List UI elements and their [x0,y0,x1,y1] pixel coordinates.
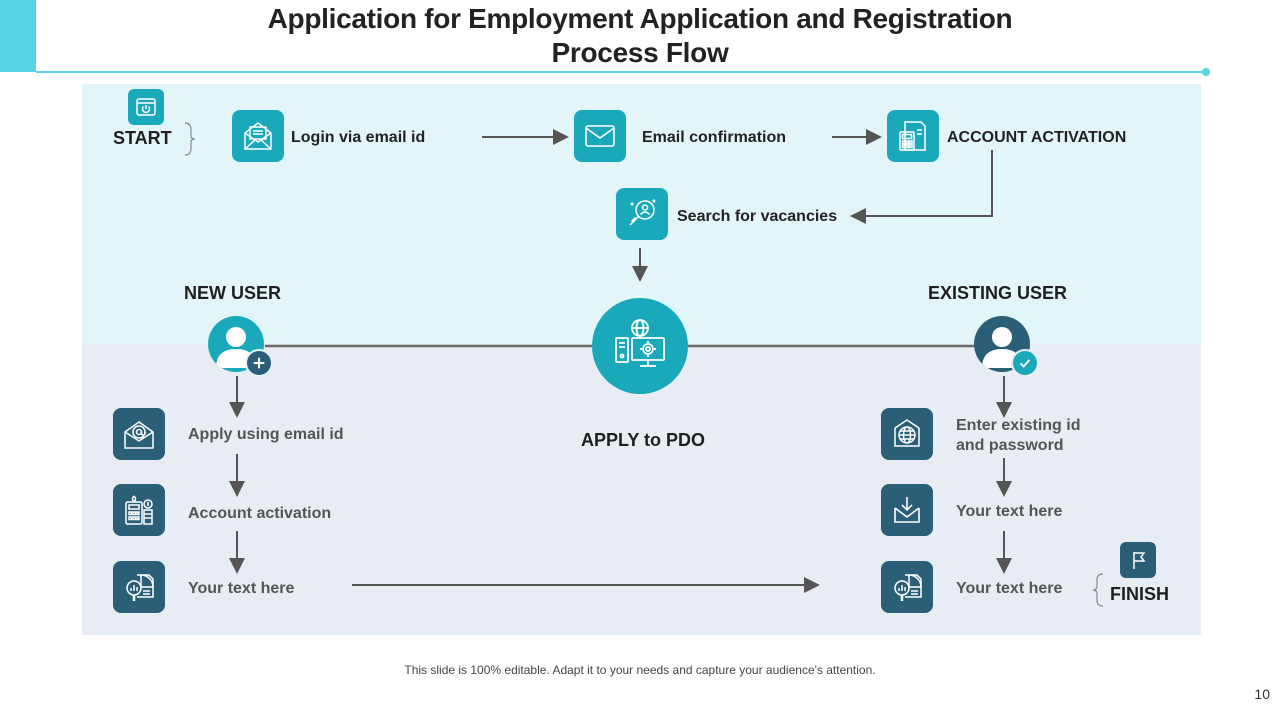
check-icon [1011,349,1039,377]
email-confirmation-label: Email confirmation [642,129,787,146]
new-user-step-2-label: Account activation [188,505,332,522]
document-calculator-icon [887,110,939,162]
login-label: Login via email id [291,129,426,146]
page-title-line1: Application for Employment Application a… [267,3,1013,34]
existing-user-step-1-label: Enter existing id and password [956,416,1080,456]
new-user-step-3-label: Your text here [188,580,295,597]
globe-icon [881,408,933,460]
flag-icon [1120,542,1156,578]
envelope-open-icon [232,110,284,162]
analysis-icon [113,561,165,613]
existing-user-step-2-label: Your text here [956,503,1063,520]
search-user-icon [616,188,668,240]
apply-to-pdo-label: APPLY to PDO [581,430,706,450]
new-user-step-1-label: Apply using email id [188,426,344,443]
computer-network-icon [592,298,688,394]
power-icon [128,89,164,125]
start-label: START [113,128,172,148]
search-vacancies-label: Search for vacancies [677,208,838,225]
finish-label: FINISH [1110,584,1170,604]
user-icon [982,327,1022,368]
inbox-download-icon [881,484,933,536]
plus-icon [245,349,273,377]
existing-user-avatar [974,316,1030,372]
page-title-line2: Process Flow [551,37,729,68]
title-accent-block [0,0,36,72]
page-title: Application for Employment Application a… [180,2,1100,70]
analysis-icon [881,561,933,613]
existing-user-step-3-label: Your text here [956,580,1063,597]
new-user-header: NEW USER [184,283,282,303]
envelope-icon [574,110,626,162]
page-number: 10 [1254,686,1270,702]
existing-user-header: EXISTING USER [928,283,1068,303]
existing-user-step-1-line1: Enter existing id [956,417,1081,434]
footer-note: This slide is 100% editable. Adapt it to… [404,663,876,677]
account-activation-label: ACCOUNT ACTIVATION [947,129,1127,146]
title-rule-dot [1202,68,1210,76]
calculator-icon [113,484,165,536]
existing-user-step-1-line2: and password [956,437,1064,454]
title-rule [36,71,1206,73]
email-at-icon [113,408,165,460]
